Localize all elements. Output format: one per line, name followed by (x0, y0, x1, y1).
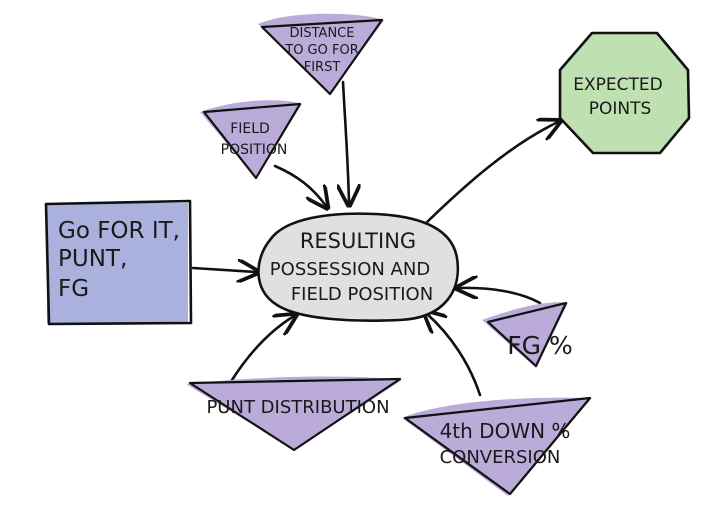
fieldpos-line-1: FIELD (230, 121, 270, 137)
expected-line-1: EXPECTED (573, 75, 662, 95)
resulting-blob (257, 212, 460, 322)
fieldpos-triangle-fill (200, 100, 302, 178)
resulting-line-2: POSSESSION AND (270, 259, 430, 280)
node-distance: DISTANCE TO GO FOR FIRST (258, 13, 384, 96)
edges (191, 80, 558, 397)
distance-line-2: TO GO FOR (284, 43, 359, 58)
edge-distance-to-resulting (343, 80, 349, 203)
fg-label: FG % (507, 331, 572, 360)
resulting-line-1: RESULTING (300, 229, 416, 253)
edge-decision-to-resulting (191, 268, 256, 272)
decision-line-2: PUNT, (58, 246, 127, 272)
conversion-triangle-fill (402, 397, 592, 496)
edge-fg-to-resulting (459, 288, 542, 305)
expected-octagon (558, 31, 691, 155)
fieldpos-line-2: POSITION (221, 142, 288, 158)
edge-conversion-to-resulting (426, 313, 482, 397)
decision-line-3: FG (58, 276, 89, 302)
resulting-line-3: FIELD POSITION (291, 284, 433, 305)
conversion-line-2: CONVERSION (440, 447, 561, 468)
node-decision: Go FOR IT, PUNT, FG (44, 199, 193, 326)
node-conversion: 4th DOWN % CONVERSION (402, 396, 592, 496)
node-punt-distribution: PUNT DISTRIBUTION (186, 376, 402, 452)
distance-line-1: DISTANCE (290, 26, 355, 41)
distance-triangle-fill (258, 13, 384, 95)
node-field-position: FIELD POSITION (200, 100, 302, 180)
node-expected-points: EXPECTED POINTS (558, 31, 691, 155)
decision-box (47, 203, 188, 323)
node-resulting: RESULTING POSSESSION AND FIELD POSITION (257, 212, 460, 322)
expected-line-2: POINTS (589, 99, 652, 119)
edge-punt-to-resulting (230, 316, 294, 382)
decision-line-1: Go FOR IT, (58, 218, 180, 244)
conversion-line-1: 4th DOWN % (440, 419, 571, 443)
edge-fieldpos-to-resulting (273, 164, 326, 206)
punt-label: PUNT DISTRIBUTION (206, 397, 389, 418)
node-fg: FG % (482, 301, 573, 368)
punt-triangle-fill (186, 376, 402, 450)
distance-line-3: FIRST (304, 60, 341, 75)
edge-resulting-to-expected (422, 122, 558, 227)
